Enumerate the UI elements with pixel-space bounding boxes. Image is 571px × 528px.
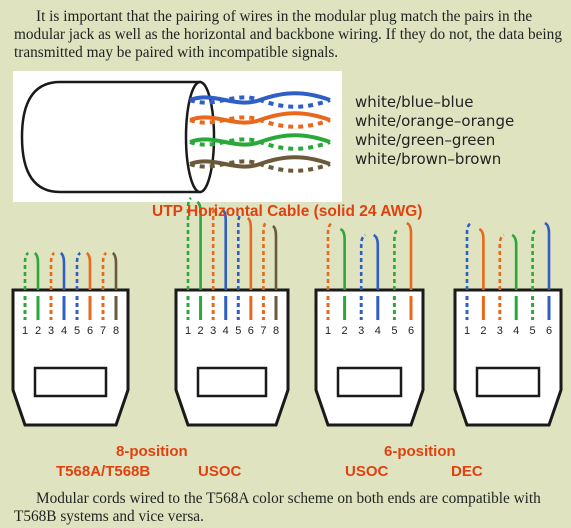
plug-wire-lead [236,212,243,290]
label-8-position: 8-position [116,443,188,460]
pin-number: 1 [464,325,470,337]
plug-wire-lead [246,216,253,290]
pin-number: 2 [480,325,486,337]
plug-wire-lead [75,251,82,290]
plug-wire-lead [544,221,551,290]
plug-wire-lead [33,251,40,290]
label-dec: DEC [451,463,483,480]
plug-wire-lead [221,208,228,290]
label-6-position: 6-position [384,443,456,460]
pin-number: 2 [342,325,348,337]
legend-item-orange: white/orange–orange [355,112,515,130]
plug-wire-lead [85,251,92,290]
label-usoc-8: USOC [198,463,242,480]
plug-wire-lead [262,220,268,290]
plug-wire-lead [101,251,108,290]
plug-body [174,288,290,427]
cable-jacket [20,80,209,194]
pin-number: 1 [185,325,191,337]
plug-wire-lead [186,196,192,290]
pin-number: 8 [113,325,119,337]
wire-striped [189,95,331,109]
pin-number: 6 [248,325,254,337]
pin-number: 1 [325,325,331,337]
wire-striped [189,137,331,151]
pin-number: 2 [35,325,41,337]
plug-latch [196,366,268,398]
pin-number: 6 [87,325,93,337]
pin-number: 8 [273,325,279,337]
plug-wire-lead [372,233,380,290]
plug-wire-lead [59,251,66,290]
plug-latch [475,366,541,398]
pin-number: 5 [391,325,397,337]
label-usoc-6: USOC [345,463,389,480]
pin-number: 4 [513,325,519,337]
pin-number: 3 [358,325,364,337]
plug-wire-lead [196,200,202,290]
plug-wire-lead [465,221,472,290]
pin-number: 1 [22,325,28,337]
pin-number: 5 [235,325,241,337]
intro-paragraph: It is important that the pairing of wire… [14,8,562,61]
twisted-pairs [189,91,331,173]
plug-wire-lead [498,233,505,290]
plug-wire-lead [49,251,56,290]
pin-number: 7 [260,325,266,337]
pin-number: 6 [546,325,552,337]
plug-wire-lead [511,233,518,290]
plug-wire-lead [339,227,346,290]
pin-number: 5 [74,325,80,337]
pin-number: 7 [100,325,106,337]
wire-striped [189,115,331,129]
pin-number: 6 [408,325,414,337]
plug-wire-lead [406,221,413,290]
pin-number: 4 [375,325,381,337]
plug-wire-lead [211,204,218,290]
pin-number: 5 [530,325,536,337]
pin-number: 3 [210,325,216,337]
plug-wire-lead [531,227,538,290]
wire-color-legend: white/blue–blue white/orange–orange whit… [355,93,514,169]
outro-paragraph: Modular cords wired to the T568A color s… [14,490,541,525]
pin-number: 2 [198,325,204,337]
plug-latch [336,366,403,398]
pin-number: 4 [61,325,67,337]
plug-wire-lead [393,227,400,290]
plug-wire-lead [111,251,118,290]
plug-body [11,288,130,427]
cable-title: UTP Horizontal Cable (solid 24 AWG) [152,203,423,220]
label-t568a-t568b: T568A/T568B [56,463,151,480]
plug-wire-lead [326,221,333,290]
plug-wire-lead [23,251,30,290]
pin-number: 3 [48,325,54,337]
legend-item-brown: white/brown–brown [355,150,502,168]
wire-striped [189,159,331,173]
plug-body [314,288,425,427]
plug-body [453,288,563,427]
plug-wire-lead [359,233,367,290]
legend-item-green: white/green–green [355,131,496,149]
plug-wire-lead [478,227,485,290]
pin-number: 3 [497,325,503,337]
pin-number: 4 [223,325,229,337]
plug-wire-lead [272,224,278,290]
plug-latch [33,366,108,398]
legend-item-blue: white/blue–blue [355,93,474,111]
